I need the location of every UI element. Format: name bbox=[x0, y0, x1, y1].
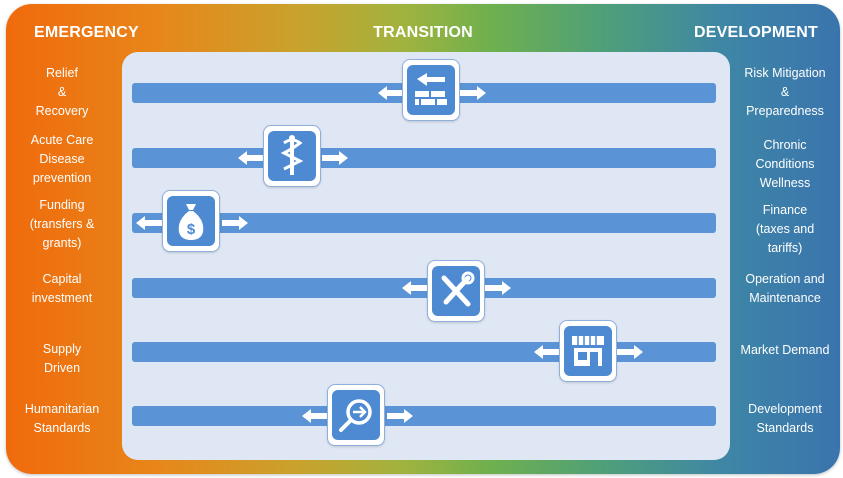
row-right-label-finance: Finance (taxes and tariffs) bbox=[755, 203, 815, 255]
arrow-left-icon bbox=[136, 216, 162, 230]
row-right-label-risk-mitigation: Risk Mitigation & Preparedness bbox=[744, 66, 826, 118]
arrow-right-icon bbox=[322, 151, 348, 165]
row-right-label-development-standards: Development Standards bbox=[748, 402, 822, 435]
row-right-label-chronic: Chronic Conditions Wellness bbox=[755, 138, 815, 190]
continuum-bar-3 bbox=[132, 213, 716, 233]
storefront-icon bbox=[559, 320, 617, 382]
money-bag-icon: $ bbox=[162, 190, 220, 252]
row-left-label-funding: Funding (transfers & grants) bbox=[29, 198, 95, 250]
arrow-right-icon bbox=[617, 345, 643, 359]
header-emergency: EMERGENCY bbox=[34, 24, 139, 41]
header-transition: TRANSITION bbox=[373, 24, 473, 41]
tools-icon bbox=[427, 260, 485, 322]
row-left-label-capital: Capital investment bbox=[31, 272, 93, 305]
magnifier-arrow-icon bbox=[327, 384, 385, 446]
row-left-label-humanitarian: Humanitarian Standards bbox=[24, 402, 100, 435]
row-right-label-market: Market Demand bbox=[740, 343, 830, 357]
continuum-bar-6 bbox=[132, 406, 716, 426]
caduceus-icon bbox=[263, 125, 321, 187]
svg-text:$: $ bbox=[187, 221, 196, 238]
arrow-left-icon bbox=[534, 345, 560, 359]
arrow-right-icon bbox=[222, 216, 248, 230]
header-development: DEVELOPMENT bbox=[694, 24, 818, 41]
continuum-bar-2 bbox=[132, 148, 716, 168]
arrow-right-icon bbox=[460, 86, 486, 100]
row-left-label-supply: Supply Driven bbox=[42, 342, 82, 375]
row-left-label-relief: Relief & Recovery bbox=[35, 66, 89, 118]
continuum-frame: EMERGENCY TRANSITION DEVELOPMENT Relief … bbox=[6, 4, 840, 474]
row-left-label-acute-care: Acute Care Disease prevention bbox=[30, 133, 94, 185]
flag-bricks-icon bbox=[402, 59, 460, 121]
arrow-left-icon bbox=[378, 86, 404, 100]
arrow-right-icon bbox=[387, 409, 413, 423]
arrow-left-icon bbox=[302, 409, 328, 423]
row-right-label-operation: Operation and Maintenance bbox=[745, 272, 825, 305]
arrow-left-icon bbox=[238, 151, 264, 165]
arrow-right-icon bbox=[485, 281, 511, 295]
arrow-left-icon bbox=[402, 281, 428, 295]
